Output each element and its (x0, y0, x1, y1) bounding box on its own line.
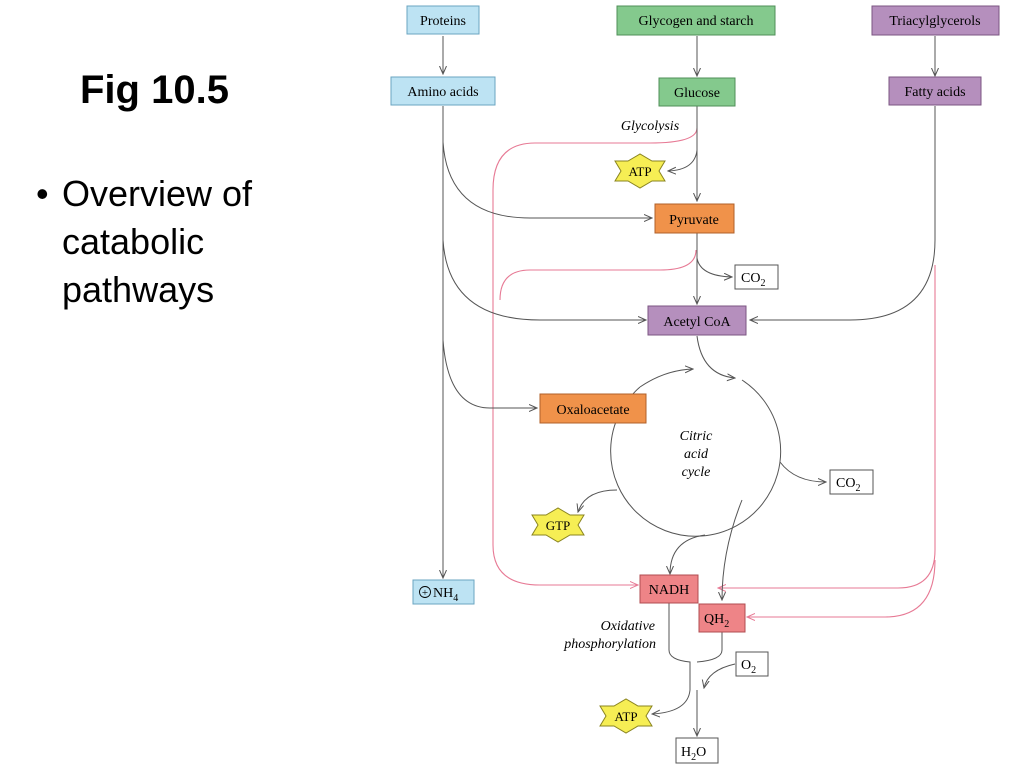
oxphos-atp-arrow (652, 689, 691, 714)
plus-sign: + (422, 587, 428, 599)
qh2-box: QH2 (698, 603, 746, 633)
o2-arrow (704, 663, 736, 688)
proteins-box: Proteins (406, 5, 480, 35)
bullet-point: • Overview of catabolic pathways (36, 170, 316, 314)
atp-bottom-label: ATP (614, 709, 637, 724)
citric-acid-cycle-label: Citric acid cycle (680, 429, 713, 480)
co2-box-cycle: CO2 (829, 469, 874, 495)
fatty-acids-label: Fatty acids (904, 85, 965, 100)
glucose-box: Glucose (658, 77, 736, 107)
oxidative-label-line-2: phosphorylation (563, 637, 656, 652)
co2-label: CO2 (836, 476, 860, 494)
nadh-box: NADH (639, 574, 699, 604)
h2o-label: H2O (681, 745, 706, 763)
acetyl-into-cycle-arrow (696, 335, 735, 378)
gtp-badge: GTP (531, 507, 585, 543)
nh4-label: NH4 (433, 586, 458, 604)
citric-label-line-1: Citric (680, 429, 713, 444)
glycolysis-label: Glycolysis (621, 119, 680, 134)
triacylglycerols-label: Triacylglycerols (889, 14, 980, 29)
citric-label-line-3: cycle (682, 465, 711, 480)
glycolysis-atp-arrow (668, 149, 698, 171)
glucose-label: Glucose (674, 86, 720, 101)
o2-box: O2 (735, 651, 769, 677)
qh2-to-oxphos-line (696, 632, 723, 663)
amino-to-pyruvate-arrow (442, 141, 652, 218)
cycle-gtp-arrow (578, 489, 618, 512)
amino-to-oxaloacetate-arrow (442, 339, 537, 408)
slide-title: Fig 10.5 (80, 68, 229, 112)
glycogen-box: Glycogen and starch (616, 5, 776, 36)
atp-top-label: ATP (628, 164, 651, 179)
pyruvate-to-nadh-line (499, 249, 697, 301)
fatty-acids-to-qh2-line (747, 559, 936, 617)
cycle-co2-arrow (779, 461, 826, 482)
nadh-label: NADH (649, 583, 689, 598)
oxidative-label-line-1: Oxidative (601, 619, 655, 634)
gtp-label: GTP (546, 518, 571, 533)
amino-acids-label: Amino acids (407, 85, 478, 100)
bullet-dot: • (36, 173, 49, 214)
proteins-label: Proteins (420, 14, 466, 29)
h2o-box: H2O (675, 737, 719, 764)
atp-bottom-badge: ATP (599, 698, 653, 734)
acetyl-coa-box: Acetyl CoA (647, 305, 747, 336)
co2-label: CO2 (741, 271, 765, 289)
cycle-qh2-arrow (722, 499, 743, 600)
fatty-acids-to-acetyl-arrow (750, 106, 936, 320)
nh4-box: + NH4 (412, 579, 475, 605)
atp-top-badge: ATP (614, 153, 666, 189)
glycogen-label: Glycogen and starch (638, 14, 753, 29)
nadh-to-oxphos-line (668, 600, 691, 690)
pyruvate-box: Pyruvate (654, 203, 735, 234)
o2-label: O2 (741, 658, 756, 676)
citric-acid-cycle-circle (639, 369, 693, 388)
co2-box-pyruvate: CO2 (734, 264, 779, 290)
triacylglycerols-box: Triacylglycerols (871, 5, 1000, 36)
amino-to-acetyl-arrow (442, 239, 646, 320)
glycolysis-to-nadh-line (492, 127, 698, 585)
qh2-label: QH2 (704, 612, 729, 630)
citric-label-line-2: acid (684, 447, 709, 462)
acetyl-coa-label: Acetyl CoA (663, 315, 731, 330)
bullet-text: Overview of catabolic pathways (62, 173, 253, 310)
oxidative-phosphorylation-label: Oxidative phosphorylation (563, 619, 656, 652)
fatty-acids-box: Fatty acids (888, 76, 982, 106)
oxaloacetate-box: Oxaloacetate (539, 393, 647, 424)
pyruvate-label: Pyruvate (669, 213, 719, 228)
pyruvate-co2-arrow (696, 257, 732, 277)
fatty-acids-to-nadh-line (718, 265, 936, 588)
amino-acids-box: Amino acids (390, 76, 496, 106)
oxaloacetate-label: Oxaloacetate (556, 403, 629, 418)
cycle-nadh-arrow (670, 534, 706, 574)
